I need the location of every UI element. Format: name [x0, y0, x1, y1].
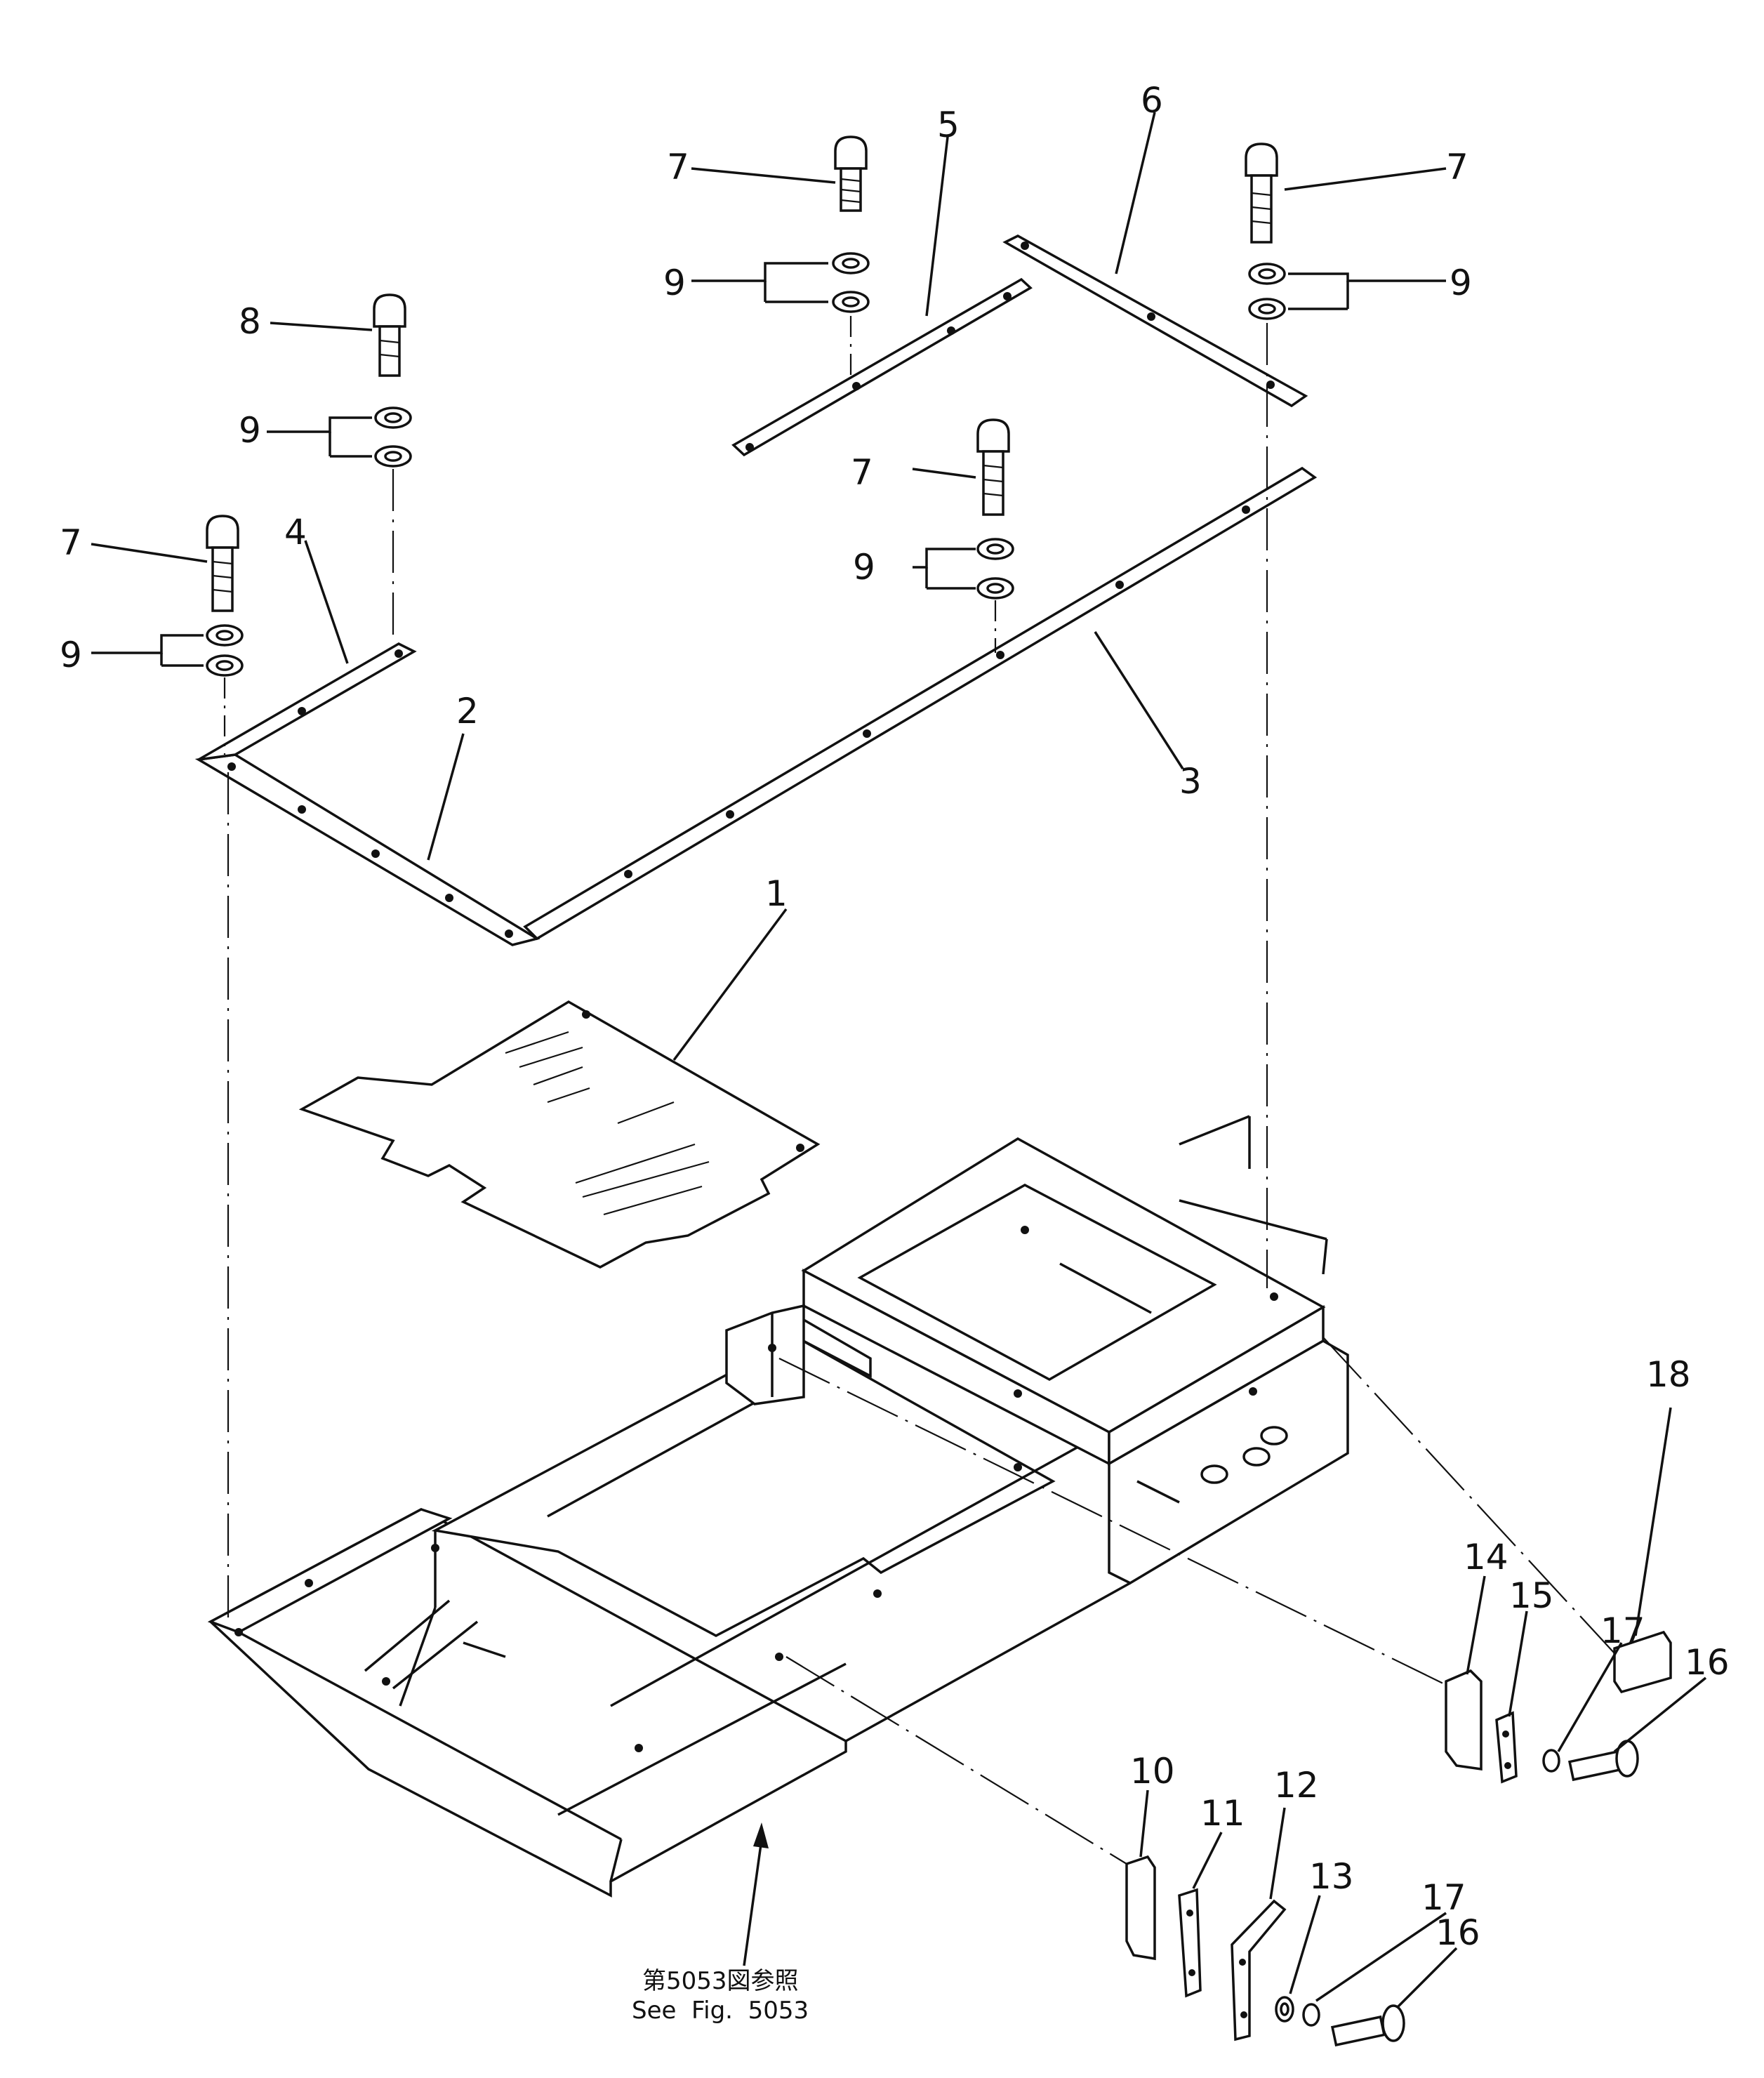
callout-12: 12 — [1274, 1765, 1319, 1806]
gasket-2 — [194, 753, 541, 946]
assembly-centerlines — [223, 316, 1615, 1865]
callout-14: 14 — [1464, 1537, 1508, 1577]
gasket-3 — [523, 466, 1318, 941]
callout-16-lower: 16 — [1435, 1912, 1480, 1953]
bolt-7-top-middle — [834, 135, 868, 212]
callout-labels: 1 2 3 4 5 6 7 7 7 7 8 9 9 9 9 9 10 11 12… — [60, 80, 1730, 1953]
gasket-6 — [1002, 234, 1308, 408]
washers-9 — [206, 252, 1286, 677]
callout-11: 11 — [1200, 1793, 1245, 1834]
callout-9-left-upper: 9 — [239, 410, 261, 451]
plate-11 — [1178, 1888, 1202, 1998]
gasket-4 — [198, 642, 417, 761]
bolts-16 — [1330, 1740, 1639, 2047]
callout-3: 3 — [1179, 761, 1202, 802]
plate-18 — [1613, 1630, 1672, 1694]
callout-2: 2 — [456, 691, 479, 732]
callout-7-top-middle: 7 — [667, 147, 689, 187]
callout-10: 10 — [1130, 1751, 1175, 1792]
callout-18: 18 — [1646, 1354, 1691, 1395]
spacer-14 — [1445, 1669, 1483, 1771]
callout-17-upper: 17 — [1600, 1610, 1645, 1651]
callout-15: 15 — [1509, 1575, 1554, 1616]
callout-9-left-lower: 9 — [60, 635, 82, 675]
callout-7-top-right: 7 — [1446, 147, 1468, 187]
bolt-7-center — [976, 418, 1010, 516]
gasket-5 — [731, 277, 1033, 457]
callout-8: 8 — [239, 301, 261, 342]
floor-mat-1 — [298, 1000, 821, 1269]
callout-9-top-right: 9 — [1450, 263, 1472, 303]
callout-5: 5 — [937, 105, 960, 145]
reference-caption-english: See Fig. 5053 — [632, 1997, 809, 2025]
leader-lines — [91, 112, 1707, 2009]
bolt-7-top-right — [1245, 143, 1278, 244]
callout-6: 6 — [1141, 80, 1163, 121]
machine-frame — [207, 1115, 1349, 1898]
callout-13: 13 — [1309, 1856, 1354, 1897]
callout-7-center: 7 — [851, 452, 873, 493]
callout-1: 1 — [765, 873, 788, 914]
callout-7-left: 7 — [60, 522, 82, 563]
callout-4: 4 — [284, 512, 307, 552]
callout-17-lower: 17 — [1421, 1877, 1466, 1918]
reference-caption-japanese: 第5053図参照 — [642, 1967, 799, 1995]
bolt-8 — [373, 293, 406, 377]
callout-9-top-middle: 9 — [663, 263, 686, 303]
washers-13-17 — [1275, 1749, 1560, 2027]
callout-9-center: 9 — [853, 547, 875, 588]
bolt-7-left — [206, 515, 239, 612]
plate-15 — [1495, 1711, 1518, 1784]
bracket-12 — [1231, 1899, 1287, 2041]
callout-16-upper: 16 — [1685, 1642, 1730, 1683]
spacer-10 — [1125, 1855, 1156, 1961]
